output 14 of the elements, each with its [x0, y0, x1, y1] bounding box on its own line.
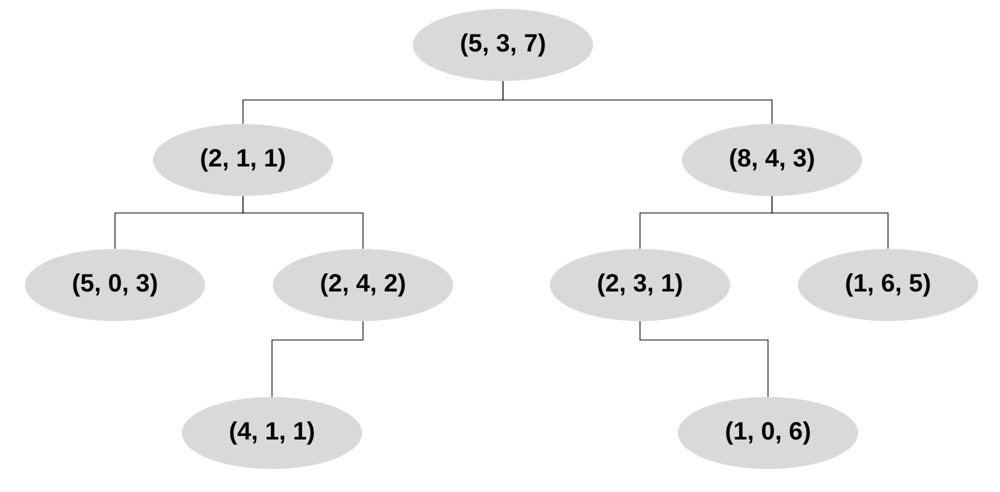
ellipse-node: (4, 1, 1)	[182, 397, 362, 469]
ellipse-node: (5, 3, 7)	[413, 9, 593, 81]
ellipse-node: (1, 0, 6)	[678, 397, 858, 469]
connector-line	[640, 320, 768, 398]
connector-line	[502, 80, 772, 124]
ellipse-node: (8, 4, 3)	[682, 124, 862, 196]
ellipse-node: (1, 6, 5)	[798, 249, 978, 321]
ellipse-node: (5, 0, 3)	[25, 249, 205, 321]
ellipse-node: (2, 4, 2)	[273, 249, 453, 321]
connector-line	[272, 320, 364, 398]
ellipse-node: (2, 3, 1)	[550, 249, 730, 321]
connector-line	[772, 196, 888, 250]
ellipse-node: (2, 1, 1)	[153, 124, 333, 196]
connector-line	[242, 196, 364, 250]
